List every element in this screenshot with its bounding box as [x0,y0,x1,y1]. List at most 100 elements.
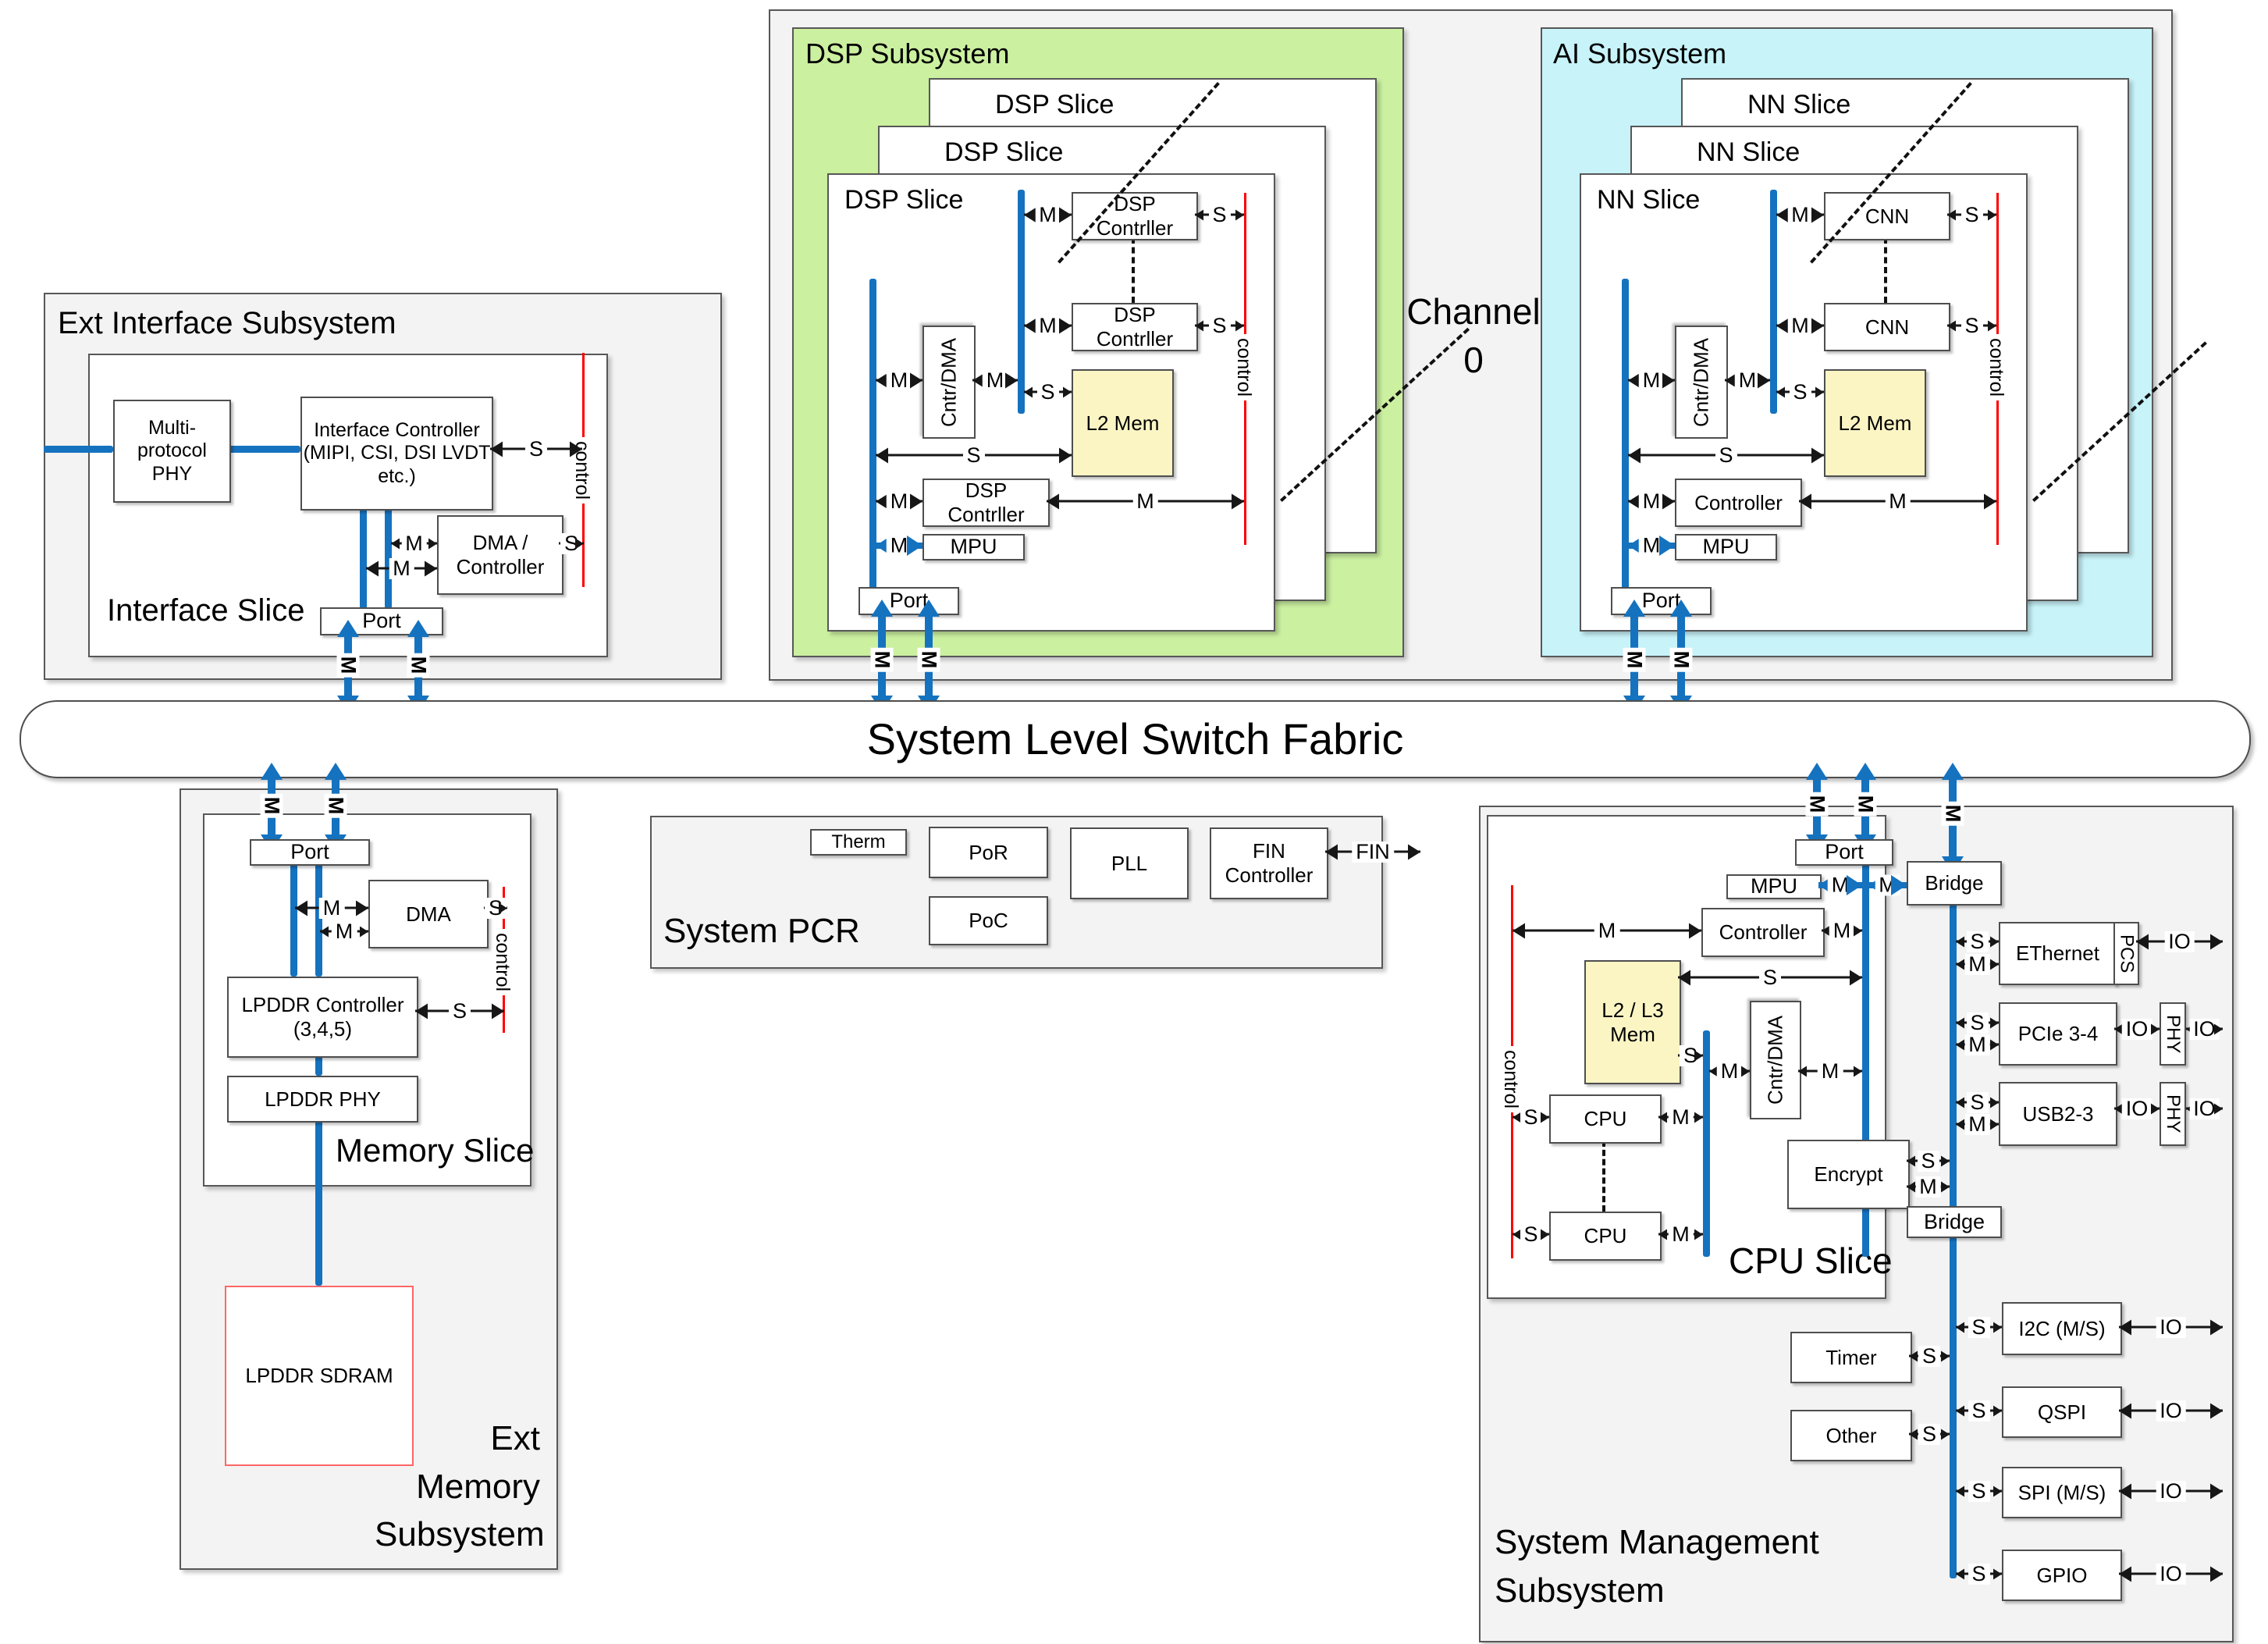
ai-control-label: control [1985,334,2007,401]
arrow-m-dsp-bus-cntrdma: M [876,369,922,391]
dsp-controller-3-box: DSP Contrller [922,479,1050,527]
m-label: M [886,535,912,557]
arrow-io-i2c: IO [2119,1316,2223,1338]
arrow-s-ai-bus-l2: S [1628,444,1824,466]
dsp-cntr-dma-box: Cntr/DMA [922,326,976,439]
m-label: M [886,369,912,391]
dsp-slice-back-label: DSP Slice [995,90,1114,119]
arrow-m-ai-cntrdma-bus2: M [1725,369,1770,391]
por-box: PoR [929,827,1048,878]
s-label: S [1961,204,1983,226]
cpu-control-label: control [1500,1046,1522,1113]
arrow-s-bus-qspi: S [1956,1400,2002,1422]
external-phy-line [44,446,113,453]
usb-box: USB2-3 [1999,1082,2117,1146]
arrow-s-dsp-ctl1-control: S [1195,204,1244,226]
poc-box: PoC [929,896,1048,945]
dsp-mpu-box: MPU [922,534,1025,560]
arrow-m-bus-usb: M [1956,1113,1999,1135]
dsp-l2-mem-box: L2 Mem [1072,369,1174,477]
system-pcr-title: System PCR [663,912,860,950]
cpu-slice-label: CPU Slice [1729,1240,1893,1281]
arrow-s-bus-usb: S [1956,1091,1999,1113]
m-label: M [1827,874,1854,896]
ai-mpu-box: MPU [1675,534,1777,560]
cpu-1-box: CPU [1549,1094,1662,1144]
io-label: IO [2156,1480,2186,1502]
arrow-m-ai-bus-cntrdma: M [1628,369,1675,391]
lpddr-phy-box: LPDDR PHY [227,1076,418,1123]
nn-slice-front-label: NN Slice [1597,185,1701,215]
m-label: M [1915,1176,1941,1197]
arrow-s-dsp-bus2-l2: S [1024,381,1072,403]
arrow-m-cntrdma-bus: M [1798,1060,1862,1082]
phy-box-pcie: PHY [2160,1002,2186,1066]
cpu-cntr-dma-box: Cntr/DMA [1750,1001,1801,1119]
io-label: IO [2156,1400,2186,1422]
arrow-io-phy-out-pcie: IO [2186,1018,2223,1040]
m-label: M [331,920,357,942]
s-label: S [1208,315,1231,336]
arrow-s-encrypt-bus: S [1907,1150,1950,1172]
arrow-m-bus-bridge: M [1868,874,1907,896]
interface-dma-controller-box: DMA / Controller [437,515,563,595]
m-label: M [1787,204,1813,226]
m-label: M [982,369,1008,391]
cnn-1-box: CNN [1824,192,1950,240]
fin-label: FIN [1352,841,1394,863]
bridge-2-box: Bridge [1907,1206,2002,1238]
arrow-s-ai-cnn1-control: S [1947,204,1996,226]
lpddr-ctl-phy-line [315,1055,322,1076]
arrow-s-control-cpu2: S [1513,1223,1549,1245]
spi-box: SPI (M/S) [2002,1467,2122,1518]
m-label: M [1623,647,1647,672]
m-label: M [1716,1060,1743,1082]
arrow-s-bus-ethernet: S [1956,931,1999,952]
arrow-s-dma-memcontrol: S [484,897,507,919]
arrow-m-ai-bus-mpu: M [1628,535,1675,557]
io-label: IO [2156,1563,2186,1585]
arrow-s-control-cpu1: S [1513,1106,1549,1128]
arrow-m-memline1-dma: M [295,897,368,919]
m-label: M [389,557,414,579]
lpddr-controller-box: LPDDR Controller (3,4,5) [227,977,418,1058]
m-label: M [324,793,348,818]
arrow-s-bus-pcie: S [1956,1012,1999,1034]
arrow-m-ai-bus2-cnn1: M [1776,204,1824,226]
ai-bus-line [1622,279,1629,590]
bridge-box: Bridge [1907,861,2002,906]
io-label: IO [2189,1018,2220,1040]
s-label: S [1520,1223,1542,1245]
s-label: S [448,1000,471,1022]
cnn-dashed-link [1884,237,1887,303]
m-label: M [1875,874,1900,896]
io-label: IO [2121,1098,2152,1119]
i2c-box: I2C (M/S) [2002,1302,2122,1355]
pcs-box: PCS [2113,922,2139,985]
s-label: S [524,438,548,460]
memory-slice-label: Memory Slice [336,1132,535,1169]
m-label: M [1964,1113,1990,1135]
arrow-m-cpu1-innerbus: M [1658,1106,1703,1128]
s-label: S [1520,1106,1542,1128]
m-label: M [336,653,361,678]
memory-port-line-2 [315,863,322,977]
arrow-m-ai-controller-control: M [1799,490,1996,512]
s-label: S [962,444,985,466]
arrow-m-control-controller: M [1513,920,1701,941]
dsp-controller-1-box: DSP Contrller [1072,192,1198,240]
s-label: S [1968,1563,1990,1585]
lpddr-sdram-box: LPDDR SDRAM [225,1286,414,1466]
arrow-m-bus-ethernet: M [1956,953,1999,975]
cpu-2-box: CPU [1549,1212,1662,1261]
arrow-s-dsp-bus-l2: S [876,444,1072,466]
arrow-s-bus-spi: S [1956,1480,2002,1502]
dsp-controller-2-box: DSP Contrller [1072,303,1198,351]
m-label: M [1885,490,1911,512]
m-label: M [401,532,427,554]
system-fabric: System Level Switch Fabric [20,700,2251,778]
l2-l3-mem-box: L2 / L3 Mem [1584,960,1681,1084]
therm-box: Therm [810,829,907,856]
s-label: S [1679,1044,1702,1066]
m-label: M [1668,1106,1694,1128]
